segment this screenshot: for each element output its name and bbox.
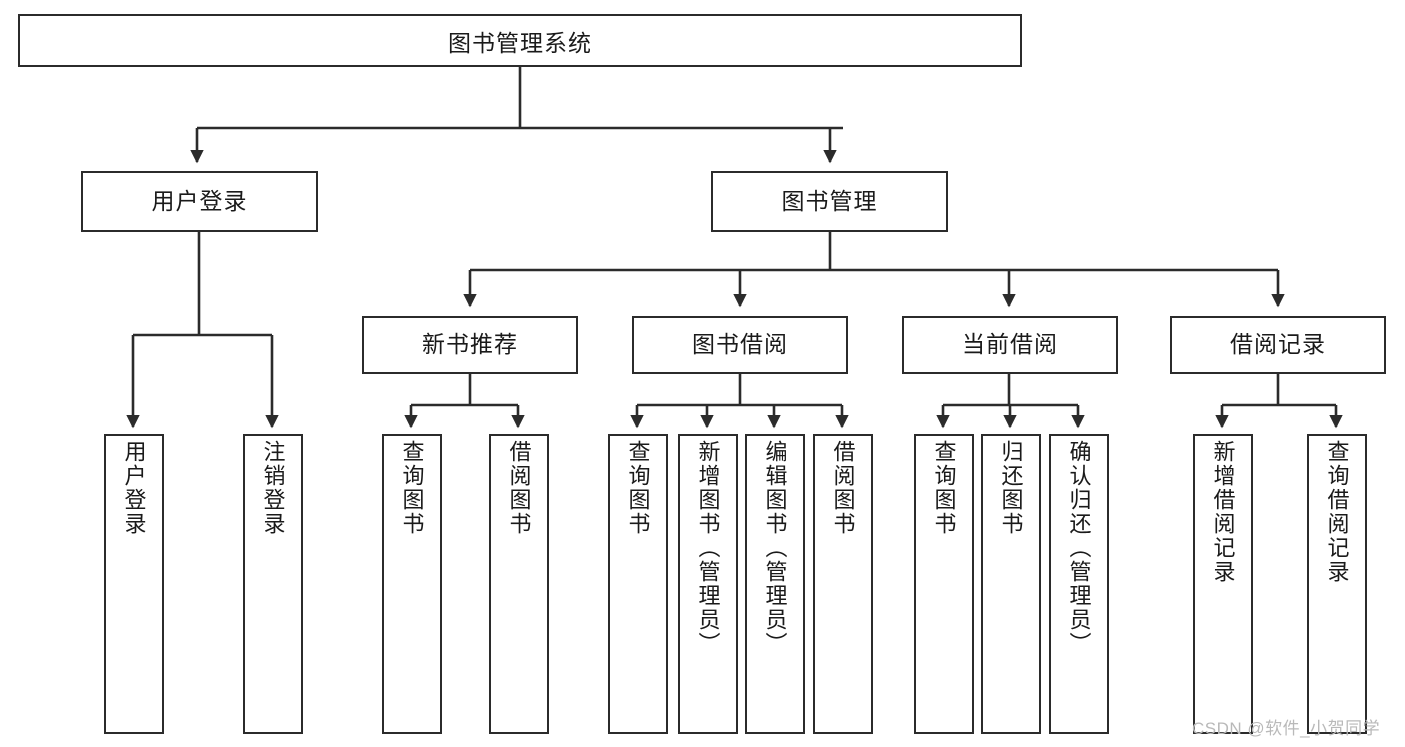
node-new-book-recommend-label: 新书推荐	[422, 331, 518, 358]
node-user-login[interactable]: 用户登录	[81, 171, 318, 232]
leaf-edit-book[interactable]: 编辑图书（管理员）	[745, 434, 805, 734]
node-book-borrow[interactable]: 图书借阅	[632, 316, 848, 374]
leaf-query-book-1-label: 查询图书	[399, 440, 425, 536]
node-user-login-label: 用户登录	[151, 187, 248, 214]
leaf-query-book-2[interactable]: 查询图书	[608, 434, 668, 734]
leaf-add-book[interactable]: 新增图书（管理员）	[678, 434, 738, 734]
node-new-book-recommend[interactable]: 新书推荐	[362, 316, 578, 374]
leaf-query-record[interactable]: 查询借阅记录	[1307, 434, 1367, 734]
node-root-label: 图书管理系统	[448, 29, 592, 56]
node-current-borrow-label: 当前借阅	[962, 331, 1058, 358]
leaf-add-record[interactable]: 新增借阅记录	[1193, 434, 1253, 734]
leaf-edit-book-label: 编辑图书（管理员）	[762, 440, 788, 656]
leaf-borrow-book-2-label: 借阅图书	[830, 440, 856, 536]
node-book-borrow-label: 图书借阅	[692, 331, 788, 358]
watermark: CSDN @软件_小贺同学	[1192, 719, 1381, 738]
leaf-query-book-2-label: 查询图书	[625, 440, 651, 536]
leaf-borrow-book-1-label: 借阅图书	[506, 440, 532, 536]
leaf-confirm-return-label: 确认归还（管理员）	[1066, 440, 1092, 656]
leaf-user-login-label: 用户登录	[121, 440, 147, 536]
leaf-query-book-3[interactable]: 查询图书	[914, 434, 974, 734]
leaf-query-book-3-label: 查询图书	[931, 440, 957, 536]
leaf-query-book-1[interactable]: 查询图书	[382, 434, 442, 734]
node-borrow-record[interactable]: 借阅记录	[1170, 316, 1386, 374]
leaf-user-logout[interactable]: 注销登录	[243, 434, 303, 734]
leaf-add-book-label: 新增图书（管理员）	[695, 440, 721, 656]
leaf-return-book[interactable]: 归还图书	[981, 434, 1041, 734]
leaf-borrow-book-2[interactable]: 借阅图书	[813, 434, 873, 734]
leaf-return-book-label: 归还图书	[998, 440, 1024, 536]
leaf-borrow-book-1[interactable]: 借阅图书	[489, 434, 549, 734]
leaf-user-logout-label: 注销登录	[260, 440, 286, 536]
node-book-manage-label: 图书管理	[781, 187, 878, 214]
node-borrow-record-label: 借阅记录	[1230, 331, 1326, 358]
leaf-user-login[interactable]: 用户登录	[104, 434, 164, 734]
leaf-query-record-label: 查询借阅记录	[1324, 440, 1350, 584]
node-root[interactable]: 图书管理系统	[18, 14, 1022, 67]
leaf-add-record-label: 新增借阅记录	[1210, 440, 1236, 584]
node-book-manage[interactable]: 图书管理	[711, 171, 948, 232]
leaf-confirm-return[interactable]: 确认归还（管理员）	[1049, 434, 1109, 734]
node-current-borrow[interactable]: 当前借阅	[902, 316, 1118, 374]
